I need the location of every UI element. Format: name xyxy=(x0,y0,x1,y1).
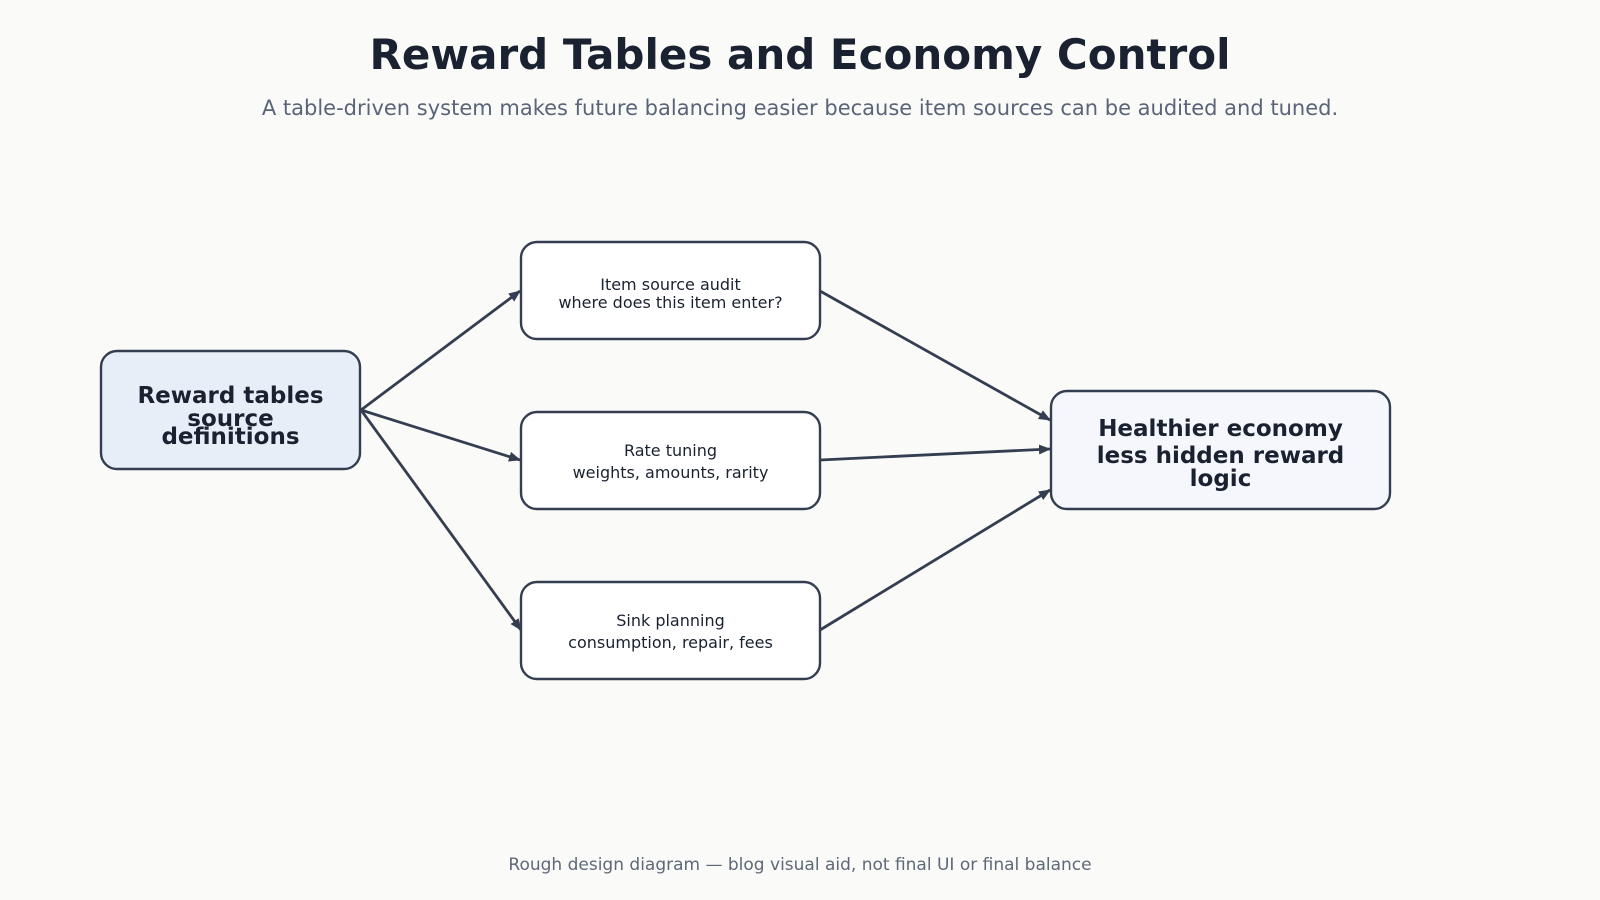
node-rate-tuning: Rate tuning weights, amounts, rarity xyxy=(519,410,822,511)
footer-note: Rough design diagram — blog visual aid, … xyxy=(508,855,1092,875)
node-healthier-economy-line3: logic xyxy=(1190,466,1252,492)
page-subtitle: A table-driven system makes future balan… xyxy=(261,96,1339,120)
node-healthier-economy-line2: less hidden reward xyxy=(1097,443,1345,469)
node-item-source-audit-line1: Item source audit xyxy=(600,275,741,294)
page-title: Reward Tables and Economy Control xyxy=(369,30,1231,79)
node-item-source-audit: Item source audit where does this item e… xyxy=(519,240,822,341)
node-sink-planning: Sink planning consumption, repair, fees xyxy=(519,580,822,681)
node-healthier-economy: Healthier economy less hidden reward log… xyxy=(1049,389,1392,511)
edge-source-to-tuning xyxy=(360,408,521,462)
node-rate-tuning-line2: weights, amounts, rarity xyxy=(573,463,769,482)
node-item-source-audit-line2: where does this item enter? xyxy=(558,293,782,312)
node-healthier-economy-box xyxy=(1049,389,1392,511)
node-healthier-economy-line1: Healthier economy xyxy=(1098,416,1343,442)
node-sink-planning-line1: Sink planning xyxy=(616,611,725,630)
node-rate-tuning-line1: Rate tuning xyxy=(624,441,717,460)
node-reward-tables-line1: Reward tables xyxy=(137,383,323,409)
edges xyxy=(359,289,1051,632)
node-reward-tables: Reward tables source definitions xyxy=(99,349,362,471)
edge-source-to-audit xyxy=(360,289,521,412)
edge-audit-to-target xyxy=(819,289,1051,422)
node-rate-tuning-box xyxy=(519,410,822,511)
node-reward-tables-line2: source xyxy=(187,406,273,432)
node-reward-tables-box xyxy=(99,349,362,471)
node-item-source-audit-box xyxy=(519,240,822,341)
node-sink-planning-line2: consumption, repair, fees xyxy=(568,633,773,652)
edge-sink-to-target xyxy=(819,488,1051,632)
edge-tuning-to-target xyxy=(819,444,1051,462)
node-reward-tables-line3: definitions xyxy=(161,424,299,450)
node-sink-planning-box xyxy=(519,580,822,681)
edge-source-to-sink xyxy=(359,409,523,631)
